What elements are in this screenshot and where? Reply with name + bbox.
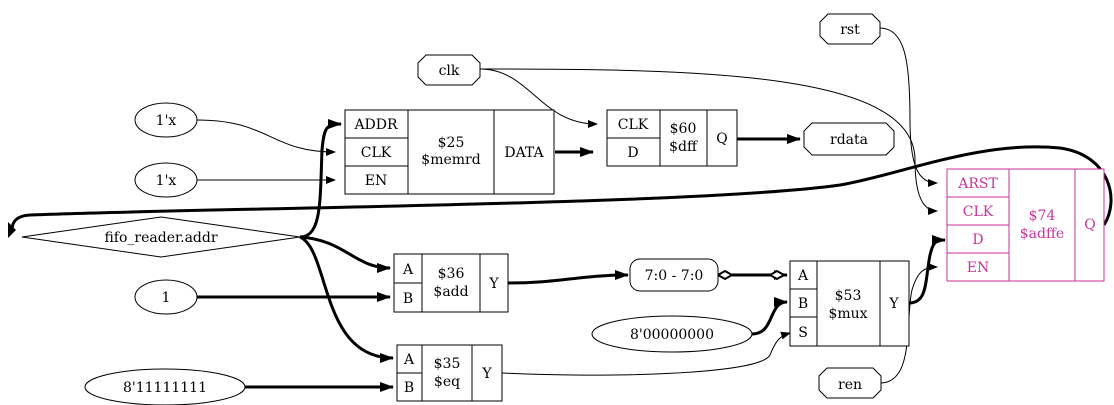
port-ren: ren xyxy=(818,367,882,399)
svg-text:A: A xyxy=(403,352,415,368)
port-clk: clk xyxy=(417,54,481,86)
svg-text:EN: EN xyxy=(967,260,989,276)
svg-text:ADDR: ADDR xyxy=(353,117,398,133)
svg-text:$memrd: $memrd xyxy=(421,152,480,168)
svg-text:7:0 - 7:0: 7:0 - 7:0 xyxy=(645,268,704,284)
svg-text:fifo_reader.addr: fifo_reader.addr xyxy=(104,230,217,246)
svg-text:Y: Y xyxy=(488,276,499,292)
svg-text:D: D xyxy=(627,145,638,161)
svg-text:$adffe: $adffe xyxy=(1020,226,1064,242)
svg-text:$eq: $eq xyxy=(434,374,460,390)
port-ren-label: ren xyxy=(838,377,862,393)
svg-text:$mux: $mux xyxy=(828,306,867,322)
bus-addr-to-add xyxy=(299,235,391,273)
const-one: 1 xyxy=(134,279,198,315)
slice-out-diamond xyxy=(715,269,735,281)
svg-text:CLK: CLK xyxy=(963,204,994,220)
svg-text:A: A xyxy=(797,268,809,284)
svg-text:1: 1 xyxy=(162,290,171,306)
svg-text:$74: $74 xyxy=(1029,208,1056,224)
bus-addr-to-memrd xyxy=(299,119,342,239)
port-rst: rst xyxy=(819,13,881,45)
cell-add: A B $36 $add Y xyxy=(393,253,509,313)
port-rst-label: rst xyxy=(840,22,860,38)
svg-text:Y: Y xyxy=(888,296,899,312)
svg-text:Y: Y xyxy=(481,366,492,382)
cell-dff: CLK D $60 $dff Q xyxy=(606,109,738,167)
wire-clk-to-adffe-clk xyxy=(479,68,938,215)
cell-memrd: ADDR CLK EN $25 $memrd DATA xyxy=(344,109,555,195)
cell-mux: A B S $53 $mux Y xyxy=(789,260,910,347)
svg-text:$35: $35 xyxy=(434,356,461,372)
svg-text:B: B xyxy=(403,291,413,307)
svg-text:EN: EN xyxy=(365,173,387,189)
const-zeros: 8'00000000 xyxy=(591,315,753,353)
cell-eq: A B $35 $eq Y xyxy=(396,344,503,402)
svg-text:D: D xyxy=(972,232,983,248)
port-clk-label: clk xyxy=(439,63,460,79)
svg-text:$25: $25 xyxy=(438,135,465,151)
wires xyxy=(8,27,1113,392)
svg-text:8'11111111: 8'11111111 xyxy=(123,380,207,396)
bus-adffe-feedback xyxy=(10,145,1113,231)
svg-text:$36: $36 xyxy=(438,266,465,282)
svg-text:A: A xyxy=(402,262,414,278)
wire-clk-to-dff-clk xyxy=(479,68,598,128)
svg-text:Q: Q xyxy=(1084,217,1095,233)
svg-text:$60: $60 xyxy=(670,121,697,137)
wire-rst-to-adffe-arst xyxy=(878,27,938,187)
svg-text:8'00000000: 8'00000000 xyxy=(630,327,714,343)
svg-text:$53: $53 xyxy=(835,288,862,304)
svg-text:Q: Q xyxy=(716,131,727,147)
svg-text:1'x: 1'x xyxy=(156,173,177,189)
svg-text:ARST: ARST xyxy=(957,176,998,192)
const-x1: 1'x xyxy=(134,102,198,138)
bus-zeros-to-mux xyxy=(751,297,788,336)
wire-ren-to-adffe-en xyxy=(879,263,938,384)
svg-text:$add: $add xyxy=(433,284,468,300)
wire-x1-to-memrd-clk xyxy=(196,119,336,156)
cell-adffe: ARST CLK D EN $74 $adffe Q xyxy=(946,168,1105,282)
const-x2: 1'x xyxy=(134,162,198,198)
svg-text:B: B xyxy=(404,380,414,396)
svg-text:CLK: CLK xyxy=(361,145,392,161)
svg-text:DATA: DATA xyxy=(504,145,544,161)
svg-text:S: S xyxy=(798,325,808,341)
bus-add-to-slice xyxy=(507,270,629,285)
bus-addr-to-eq xyxy=(299,235,394,363)
bus-mux-to-adffe xyxy=(908,235,946,305)
svg-text:$dff: $dff xyxy=(669,139,698,155)
mux-in-diamond xyxy=(767,269,787,281)
wire-eq-to-mux-s xyxy=(501,331,791,376)
svg-text:B: B xyxy=(798,296,808,312)
svg-text:1'x: 1'x xyxy=(156,113,177,129)
port-rdata-label: rdata xyxy=(830,132,868,148)
svg-text:CLK: CLK xyxy=(618,117,649,133)
port-rdata: rdata xyxy=(803,122,895,156)
signal-fifo-reader-addr: fifo_reader.addr xyxy=(21,216,301,258)
slice-node: 7:0 - 7:0 xyxy=(629,258,719,292)
feedback-arrowhead xyxy=(8,222,16,238)
const-ones: 8'11111111 xyxy=(84,368,246,405)
